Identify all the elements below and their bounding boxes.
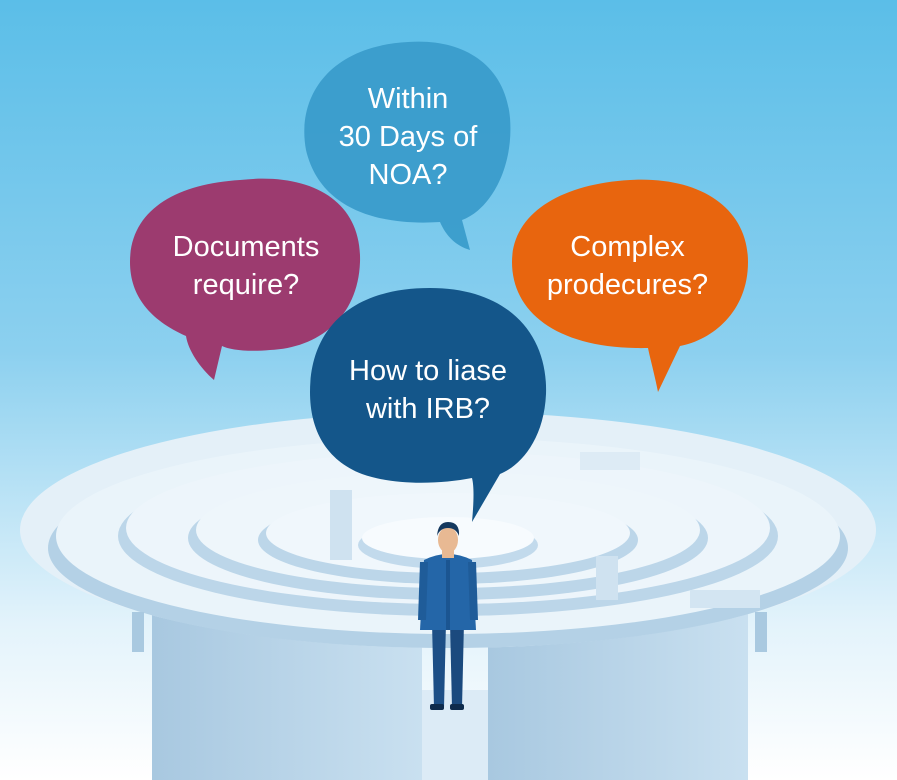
bubble-left-shape: [130, 178, 361, 380]
bubble-center-line-2: with IRB?: [365, 393, 491, 425]
bubble-left-line-1: Documents: [172, 231, 320, 263]
bubble-right-line-1: Complex: [570, 231, 685, 263]
bubble-top-line-1: Within: [367, 83, 449, 115]
bubble-right-text: Complex prodecures?: [505, 228, 750, 304]
businessman: [418, 522, 478, 710]
bubble-top-line-2: 30 Days of: [338, 121, 478, 153]
bubble-left-line-2: require?: [192, 269, 300, 301]
bubble-right-shape: [512, 179, 748, 392]
bubble-center-line-1: How to liase: [349, 355, 507, 387]
speech-bubbles: [130, 41, 748, 522]
bubble-top-line-3: NOA?: [368, 159, 448, 191]
bubble-right-line-2: prodecures?: [546, 269, 709, 301]
bubble-top-text: Within 30 Days of NOA?: [312, 80, 504, 194]
bubble-top-shape: [304, 41, 511, 250]
bubble-center-text: How to liase with IRB?: [312, 352, 544, 428]
bubble-left-text: Documents require?: [131, 228, 361, 304]
bubble-center-shape: [310, 288, 547, 522]
